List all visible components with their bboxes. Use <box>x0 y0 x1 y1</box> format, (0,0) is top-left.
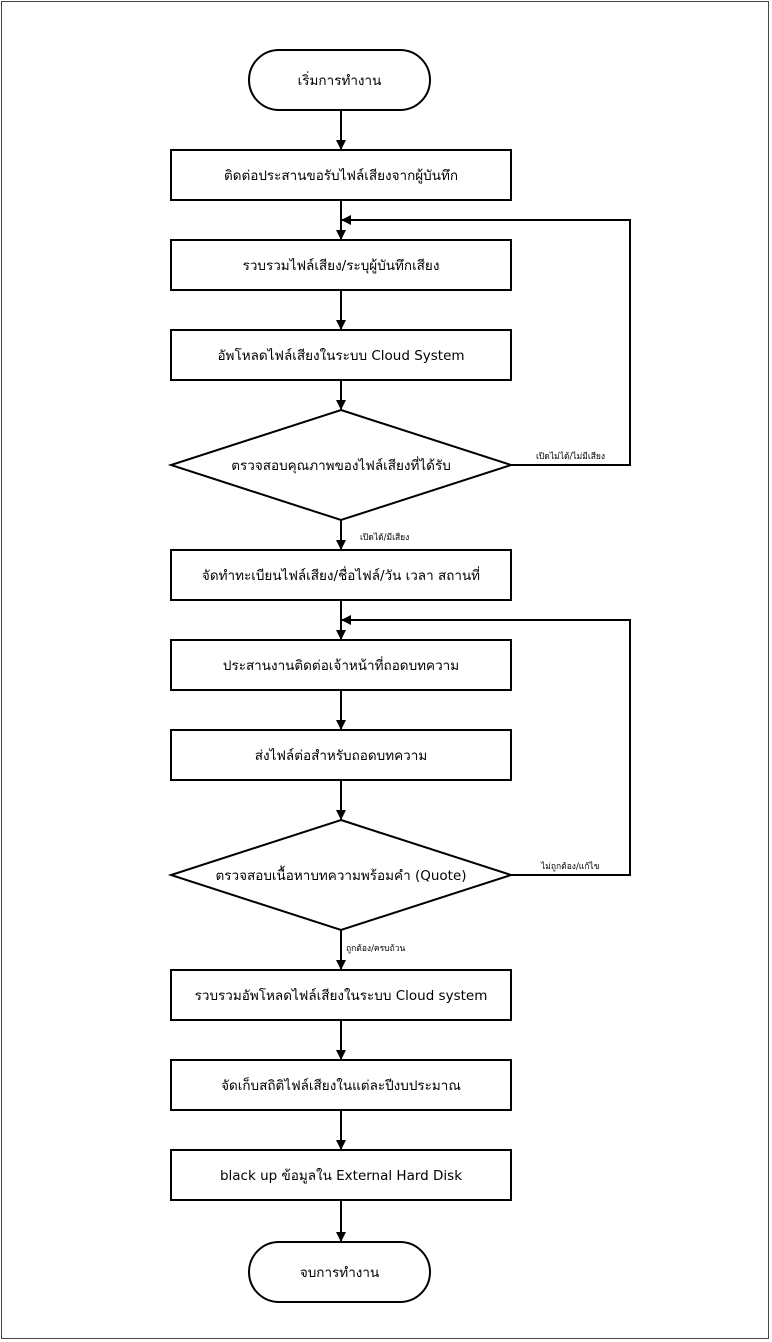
decision2-yes-label: ถูกต้อง/ครบถ้วน <box>346 944 406 954</box>
end-terminator <box>248 1241 431 1303</box>
end-label: จบการทำงาน <box>299 1265 380 1281</box>
start-label: เริ่มการทำงาน <box>297 73 382 89</box>
decision2-no-label: ไม่ถูกต้อง/แก้ไข <box>541 862 600 872</box>
step-label-7: รวบรวมอัพโหลดไฟล์เสียงในระบบ Cloud syste… <box>194 988 488 1004</box>
step-label-5: ประสานงานติดต่อเจ้าหน้าที่ถอดบทความ <box>222 658 460 674</box>
decision-label-1: ตรวจสอบคุณภาพของไฟล์เสียงที่ได้รับ <box>231 458 451 474</box>
start-terminator <box>248 49 431 111</box>
step-label-1: ติดต่อประสานขอรับไฟล์เสียงจากผู้บันทึก <box>223 168 459 184</box>
step-label-3: อัพโหลดไฟล์เสียงในระบบ Cloud System <box>217 348 465 364</box>
loop-decision1-to-step2 <box>341 215 631 466</box>
step-label-4: จัดทำทะเบียนไฟล์เสียง/ชื่อไฟล์/วัน เวลา … <box>201 568 481 584</box>
decision1-no-label: เปิดไม่ได้/ไม่มีเสียง <box>536 452 606 462</box>
step-label-6: ส่งไฟล์ต่อสำหรับถอดบทความ <box>254 748 428 764</box>
loop-decision2-to-step5 <box>341 615 631 876</box>
step-label-2: รวบรวมไฟล์เสียง/ระบุผู้บันทึกเสียง <box>242 258 440 274</box>
decision-label-2: ตรวจสอบเนื้อหาบทความพร้อมคำ (Quote) <box>215 868 467 884</box>
step-label-8: จัดเก็บสถิติไฟล์เสียงในแต่ละปีงบประมาณ <box>221 1078 461 1094</box>
decision1-yes-label: เปิดได้/มีเสียง <box>360 533 410 543</box>
step-label-9: black up ข้อมูลใน External Hard Disk <box>219 1168 463 1184</box>
